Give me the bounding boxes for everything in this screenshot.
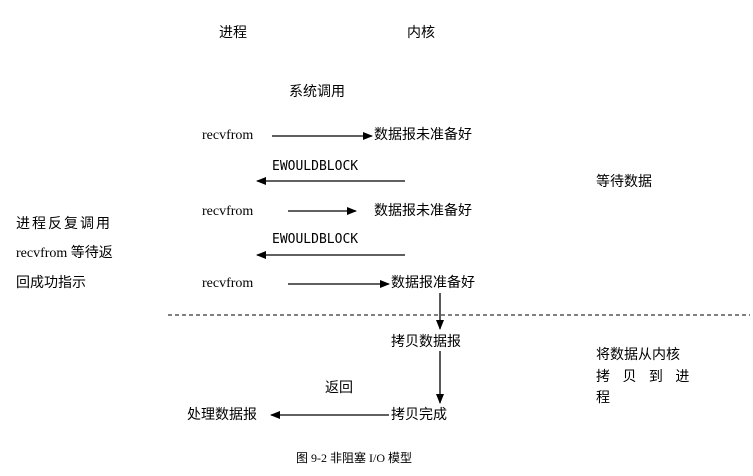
kernel-header: 内核 [407,25,435,41]
recvfrom-call-3: recvfrom [202,276,254,291]
ewouldblock-reply-1: EWOULDBLOCK [272,159,359,174]
copy-note-line-1: 将数据从内核 [596,347,680,363]
left-note-line-1: 进程反复调用 [16,216,112,232]
process-header: 进程 [219,25,247,41]
left-note-line-3: 回成功指示 [16,275,86,291]
kernel-state-1: 数据报未准备好 [374,127,472,143]
copy-note-line-3: 程 [596,390,610,406]
recvfrom-call-2: recvfrom [202,204,254,219]
recvfrom-call-1: recvfrom [202,128,254,143]
ewouldblock-reply-2: EWOULDBLOCK [272,232,359,247]
process-datagram-label: 处理数据报 [187,407,257,423]
copy-note-line-2: 拷 贝 到 进 [596,369,694,385]
kernel-state-3: 数据报准备好 [391,275,475,291]
left-note-line-2: recvfrom 等待返 [16,246,113,261]
copy-done-label: 拷贝完成 [391,407,447,423]
wait-data-label: 等待数据 [596,174,652,190]
return-label: 返回 [325,380,353,396]
figure-caption: 图 9-2 非阻塞 I/O 模型 [296,451,412,465]
copy-datagram-label: 拷贝数据报 [391,334,461,350]
syscall-label: 系统调用 [289,84,345,100]
kernel-state-2: 数据报未准备好 [374,203,472,219]
